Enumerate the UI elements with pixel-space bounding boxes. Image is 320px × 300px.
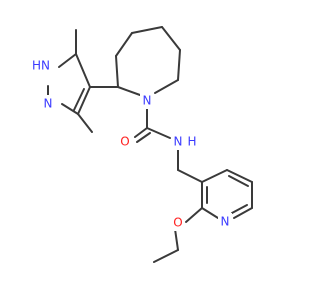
- bond: [201, 169, 228, 183]
- bond: [177, 169, 203, 183]
- bond: [77, 86, 91, 115]
- bond: [177, 49, 181, 81]
- bond-lines: [47, 26, 253, 263]
- atom-label-ether-o: O: [173, 216, 182, 230]
- bond: [233, 207, 253, 219]
- bond: [161, 26, 181, 51]
- atom-label-azepane-n: N: [143, 94, 152, 108]
- bond: [136, 132, 151, 143]
- atom-label-pyrazole-n: N: [44, 97, 53, 111]
- molecule-structure-diagram: HN N N O N H N O: [28, 26, 253, 263]
- bond: [146, 127, 171, 139]
- bond: [231, 204, 248, 214]
- bond: [117, 86, 141, 96]
- atom-label-amide-h: H: [187, 135, 196, 149]
- bond: [115, 32, 133, 57]
- atom-label-pyridine-n: N: [221, 215, 230, 229]
- bond: [75, 53, 91, 88]
- bond: [134, 127, 148, 138]
- bond: [58, 53, 77, 68]
- bond: [226, 169, 253, 183]
- atom-label-pyrazole-nh: HN: [32, 59, 50, 73]
- bond: [61, 103, 79, 115]
- bond: [185, 207, 203, 223]
- bond: [228, 175, 249, 187]
- bond: [115, 55, 119, 88]
- bond: [73, 88, 85, 111]
- bond: [201, 207, 219, 219]
- bond: [153, 249, 179, 263]
- bond: [154, 79, 179, 94]
- atom-label-amide-n: N: [174, 135, 183, 149]
- bond: [77, 113, 93, 133]
- atom-label-carbonyl-o: O: [120, 135, 129, 149]
- atom-labels: HN N N O N H N O: [28, 57, 232, 231]
- bond: [174, 228, 179, 251]
- bond: [131, 26, 163, 34]
